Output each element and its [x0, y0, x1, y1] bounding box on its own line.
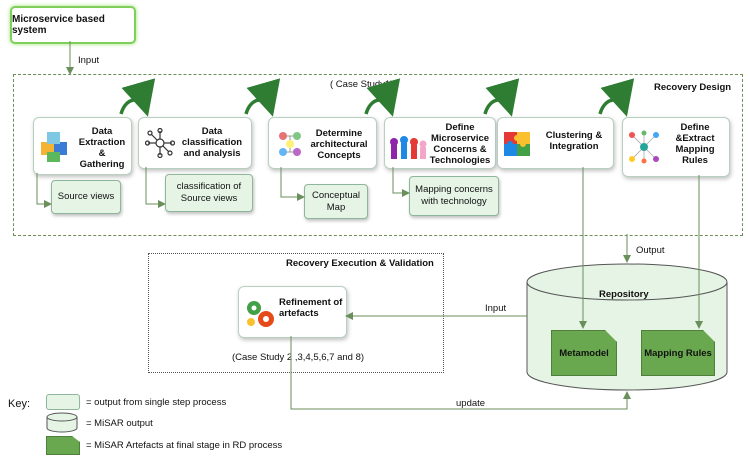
system-label: Microservice based system	[12, 14, 105, 36]
step-label: Define &Extract Mapping Rules	[675, 122, 715, 166]
puzzle-icon	[504, 132, 530, 156]
output-source-views: Source views	[51, 180, 121, 214]
step-label: Clustering & Integration	[545, 130, 603, 152]
microservice-system-box: Microservice based system	[10, 6, 136, 44]
step-label: Determine architectural Concepts	[310, 128, 368, 161]
system-input-label: Input	[78, 55, 100, 66]
key-item-artefact: = MiSAR Artefacts at final stage in RD p…	[86, 440, 283, 451]
step-label: Data Extraction & Gathering	[78, 126, 126, 170]
execution-input-label: Input	[485, 303, 507, 314]
mapping-network-icon	[629, 130, 659, 164]
key-swatch-output	[46, 394, 80, 410]
recovery-execution-title: Recovery Execution & Validation	[286, 258, 434, 269]
recovery-design-title: Recovery Design	[654, 82, 732, 93]
step-define-concerns: Define Microservice Concerns & Technolog…	[384, 117, 496, 169]
gears-icon	[247, 301, 274, 327]
update-label: update	[456, 398, 486, 409]
key-swatch-artefact	[46, 436, 80, 455]
repository-label: Repository	[599, 289, 649, 300]
step-label: Refinement of artefacts	[279, 297, 343, 319]
output-conceptual-map: Conceptual Map	[304, 184, 368, 219]
recovery-design-container	[13, 74, 743, 236]
step-clustering: Clustering & Integration	[497, 117, 614, 169]
step-data-classification: Data classification and analysis	[138, 117, 252, 169]
case-study-2-label: (Case Study 2 ,3,4,5,6,7 and 8)	[232, 352, 365, 363]
data-cubes-icon	[41, 132, 67, 162]
output-mapping-concerns: Mapping concerns with technology	[409, 176, 499, 216]
case-study-1-label: ( Case Study1)	[330, 79, 394, 90]
key-item-misar-output: = MiSAR output	[86, 418, 153, 429]
artefact-metamodel: Metamodel	[551, 330, 617, 376]
key-item-output: = output from single step process	[86, 397, 227, 408]
key-swatch-misar-output	[46, 412, 78, 433]
step-label: Define Microservice Concerns & Technolog…	[429, 122, 491, 166]
output-classification: classification of Source views	[165, 174, 253, 212]
network-graph-icon	[145, 128, 175, 158]
key-title: Key:	[8, 398, 31, 410]
concept-nodes-icon	[279, 132, 301, 156]
artefact-mapping-rules: Mapping Rules	[641, 330, 715, 376]
step-data-extraction: Data Extraction & Gathering	[33, 117, 132, 175]
step-architectural-concepts: Determine architectural Concepts	[268, 117, 377, 169]
step-mapping-rules: Define &Extract Mapping Rules	[622, 117, 730, 177]
game-pieces-icon	[390, 136, 427, 159]
step-refinement: Refinement of artefacts	[238, 286, 347, 338]
output-label: Output	[636, 245, 665, 256]
step-label: Data classification and analysis	[181, 126, 243, 159]
